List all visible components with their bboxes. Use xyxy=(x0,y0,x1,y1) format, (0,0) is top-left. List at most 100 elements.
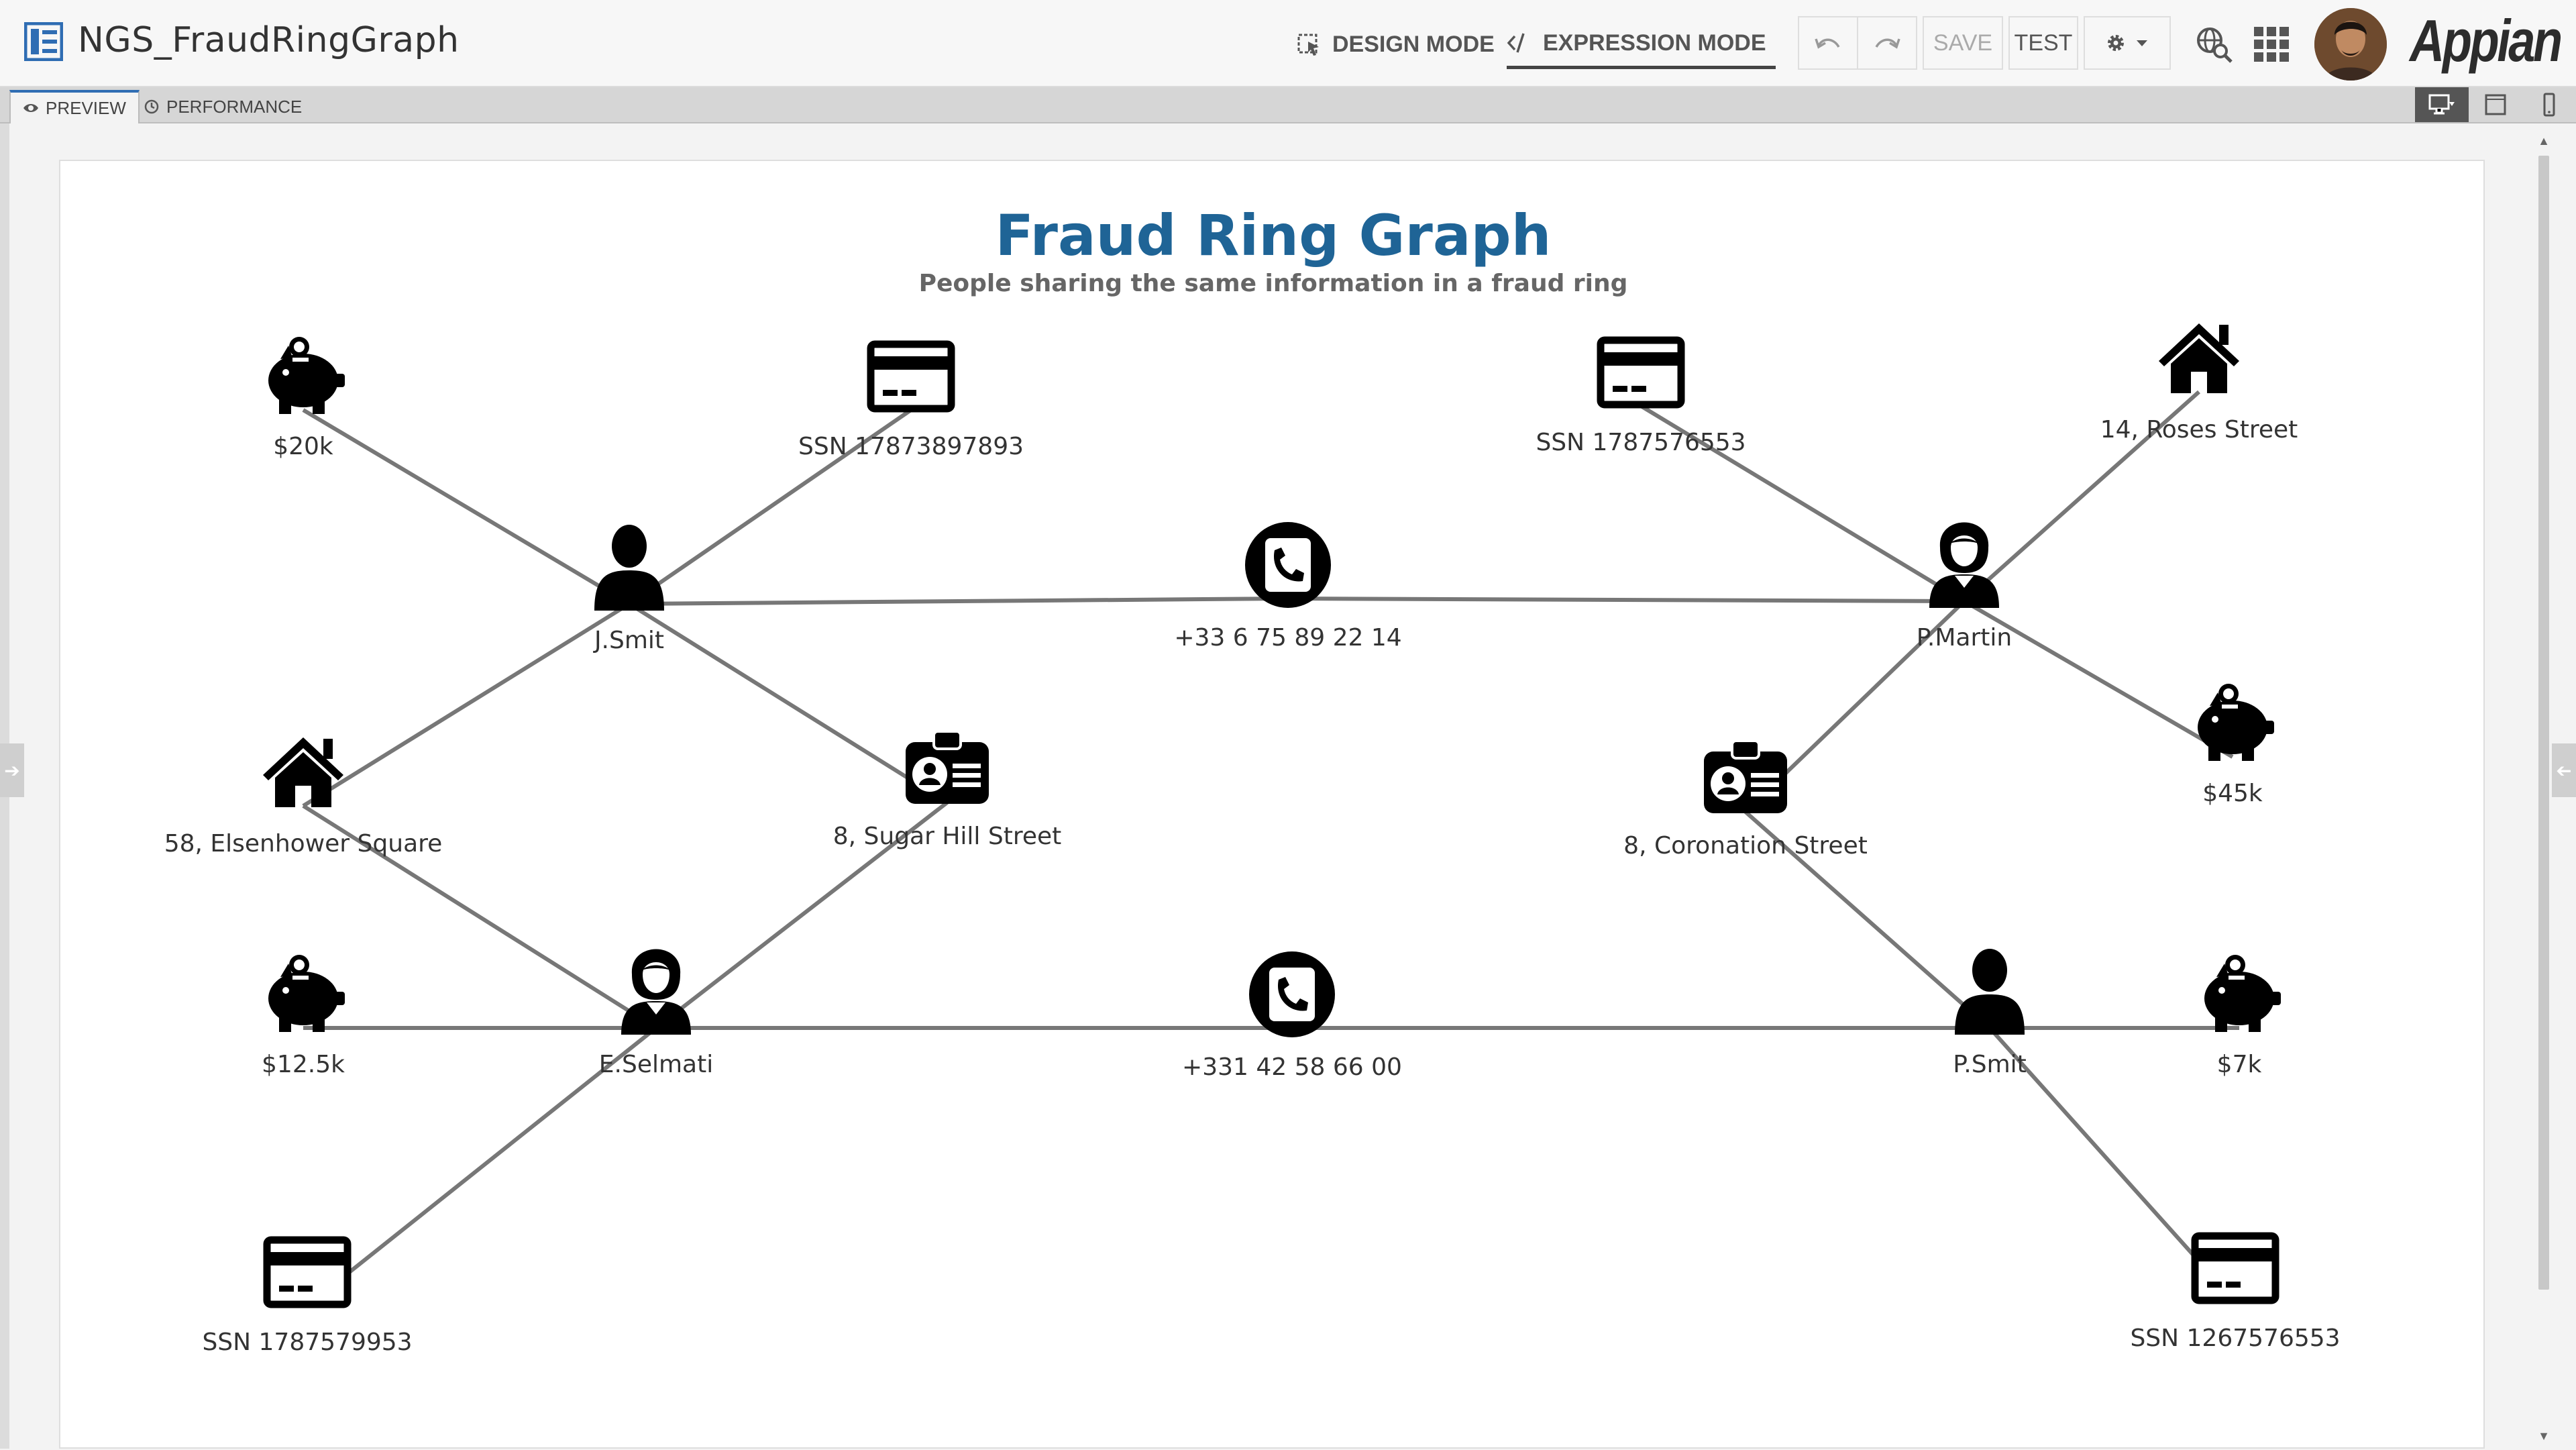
credit-card-icon xyxy=(1597,336,1685,409)
piggy-bank-icon xyxy=(268,955,345,1032)
arrow-left-icon: ➔ xyxy=(2556,760,2572,781)
save-button[interactable]: SAVE xyxy=(1923,16,2003,70)
edge-jsmit-ssn1 xyxy=(628,408,912,606)
expression-mode-label: EXPRESSION MODE xyxy=(1543,30,1766,56)
gear-icon xyxy=(2108,35,2124,51)
phone-icon xyxy=(1249,951,1335,1037)
graph-node-house1[interactable]: 14, Roses Street xyxy=(2100,311,2298,444)
node-label: P.Smit xyxy=(1953,1051,2027,1078)
preview-canvas: Fraud Ring Graph People sharing the same… xyxy=(59,160,2485,1449)
house-icon xyxy=(2159,323,2239,393)
graph-node-id1[interactable]: 8, Sugar Hill Street xyxy=(833,722,1062,850)
app-title: NGS_FraudRingGraph xyxy=(78,20,460,60)
edge-pmartin-house1 xyxy=(1963,390,2200,603)
node-label: SSN 17873897893 xyxy=(798,433,1024,460)
edge-pmartin-ssn2 xyxy=(1640,404,1966,603)
node-label: 14, Roses Street xyxy=(2100,416,2298,444)
node-label: P.Martin xyxy=(1917,624,2012,652)
scrollbar-thumb[interactable] xyxy=(2538,156,2549,1290)
node-label: 58, Elsenhower Square xyxy=(164,830,443,858)
appian-logo: Appian xyxy=(2410,7,2563,74)
design-mode-label: DESIGN MODE xyxy=(1332,31,1495,57)
scroll-up-icon[interactable]: ▲ xyxy=(2538,134,2550,148)
test-button[interactable]: TEST xyxy=(2008,16,2078,70)
mobile-icon xyxy=(2543,93,2555,117)
code-icon xyxy=(1507,33,1525,53)
graph-node-house2[interactable]: 58, Elsenhower Square xyxy=(164,725,443,858)
interface-icon xyxy=(24,22,63,61)
node-label: SSN 1267576553 xyxy=(2130,1325,2340,1352)
settings-menu-button[interactable] xyxy=(2084,16,2171,70)
design-mode-icon xyxy=(1297,34,1319,56)
graph-node-pmartin[interactable]: P.Martin xyxy=(1917,521,2012,652)
node-label: +33 6 75 89 22 14 xyxy=(1174,624,1401,652)
fraud-ring-graph: $20k SSN 17873897893 J.Smit +33 6 75 89 … xyxy=(164,311,2341,1356)
graph-node-id2[interactable]: 8, Coronation Street xyxy=(1623,731,1868,860)
graph-title: Fraud Ring Graph xyxy=(995,203,1552,268)
person-male-icon xyxy=(594,525,664,611)
scroll-down-icon[interactable]: ▼ xyxy=(2538,1429,2550,1443)
expression-mode-button[interactable]: EXPRESSION MODE xyxy=(1507,20,1776,69)
user-avatar[interactable] xyxy=(2314,8,2387,81)
phone-icon xyxy=(1245,522,1331,608)
design-mode-button[interactable]: DESIGN MODE xyxy=(1296,20,1495,68)
graph-node-jsmit[interactable]: J.Smit xyxy=(582,523,676,654)
credit-card-icon xyxy=(263,1236,352,1308)
graph-node-ssn2[interactable]: SSN 1787576553 xyxy=(1536,325,1746,456)
tab-preview-label: PREVIEW xyxy=(46,97,126,118)
expand-right-panel-button[interactable]: ➔ xyxy=(2552,743,2576,797)
graph-node-phone2[interactable]: +331 42 58 66 00 xyxy=(1182,947,1402,1081)
node-label: J.Smit xyxy=(593,627,664,654)
node-label: 8, Sugar Hill Street xyxy=(833,823,1062,850)
clock-icon xyxy=(144,99,159,114)
graph-node-piggy20k[interactable]: $20k xyxy=(256,329,350,460)
credit-card-icon xyxy=(867,340,955,413)
tab-performance[interactable]: PERFORMANCE xyxy=(131,90,314,123)
graph-node-piggy7k[interactable]: $7k xyxy=(2192,947,2286,1078)
desktop-preview-button[interactable] xyxy=(2415,87,2469,122)
redo-icon xyxy=(1875,38,1900,49)
node-label: 8, Coronation Street xyxy=(1623,832,1868,860)
desktop-icon xyxy=(2428,94,2455,115)
credit-card-icon xyxy=(2191,1232,2279,1304)
node-label: E.Selmati xyxy=(599,1051,713,1078)
phone-preview-button[interactable] xyxy=(2522,87,2576,122)
tablet-preview-button[interactable] xyxy=(2469,87,2522,122)
tablet-icon xyxy=(2485,94,2506,115)
graph-node-eselmati[interactable]: E.Selmati xyxy=(599,947,713,1078)
node-label: $7k xyxy=(2217,1051,2262,1078)
graph-node-piggy45k[interactable]: $45k xyxy=(2186,676,2279,807)
id-card-icon xyxy=(906,730,989,804)
edge-pmartin-phone1 xyxy=(1287,597,1965,603)
edge-pmartin-piggy45k xyxy=(1963,599,2234,759)
graph-node-ssn3[interactable]: SSN 1787579953 xyxy=(202,1225,413,1356)
graph-node-piggy125k[interactable]: $12.5k xyxy=(256,947,350,1078)
graph-node-ssn4[interactable]: SSN 1267576553 xyxy=(2130,1221,2341,1352)
graph-node-psmit[interactable]: P.Smit xyxy=(1943,947,2037,1078)
graph-node-ssn1[interactable]: SSN 17873897893 xyxy=(798,329,1024,460)
undo-icon xyxy=(1815,38,1840,49)
graph-node-phone1[interactable]: +33 6 75 89 22 14 xyxy=(1174,518,1402,652)
node-label: $45k xyxy=(2202,780,2263,807)
edge-jsmit-piggy20k xyxy=(302,408,631,606)
edge-jsmit-id1 xyxy=(628,602,949,805)
edge-jsmit-house2 xyxy=(302,602,631,808)
top-bar: NGS_FraudRingGraph DESIGN MODE EXPRESSIO… xyxy=(0,0,2576,87)
expand-left-panel-button[interactable]: ➔ xyxy=(0,743,24,797)
person-male-icon xyxy=(1955,949,2025,1035)
app-grid-icon[interactable] xyxy=(2251,24,2292,64)
piggy-bank-icon xyxy=(2204,955,2281,1032)
node-label: SSN 1787576553 xyxy=(1536,429,1746,456)
edge-psmit-id2 xyxy=(1744,810,1991,1030)
node-label: +331 42 58 66 00 xyxy=(1182,1053,1402,1081)
tab-preview[interactable]: PREVIEW xyxy=(9,90,140,123)
vertical-scrollbar[interactable]: ▲ ▼ xyxy=(2536,132,2552,1449)
undo-button[interactable] xyxy=(1798,16,1858,70)
edge-jsmit-phone1 xyxy=(629,597,1289,606)
edge-eselmati-house2 xyxy=(302,804,657,1030)
preview-tabs-bar: PREVIEW PERFORMANCE xyxy=(0,87,2576,123)
redo-button[interactable] xyxy=(1857,16,1917,70)
search-globe-icon[interactable] xyxy=(2194,24,2234,64)
person-female-icon xyxy=(1929,522,1999,608)
user-photo-icon xyxy=(2314,8,2387,81)
